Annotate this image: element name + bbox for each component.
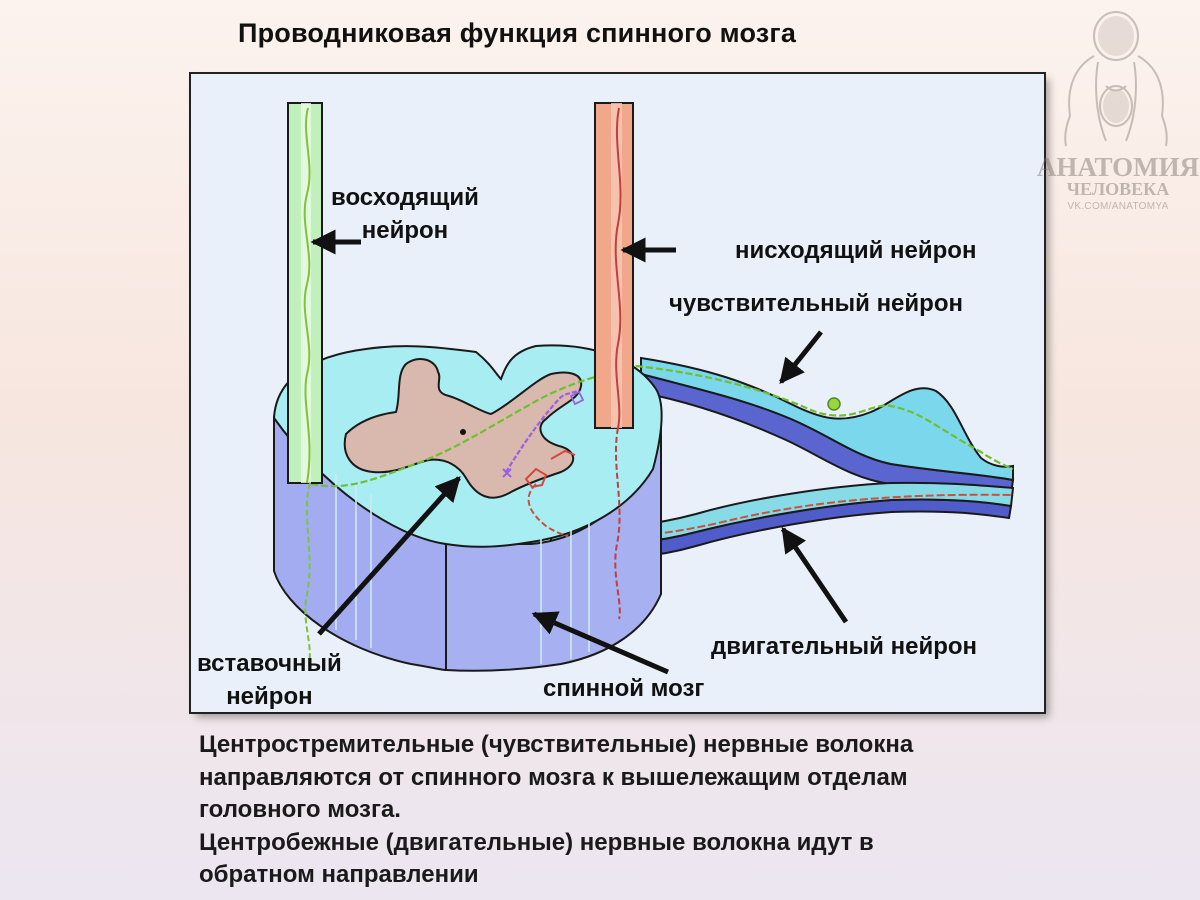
caption-line: Центростремительные (чувствительные) нер… [199,731,914,758]
watermark-line2: ЧЕЛОВЕКА [1066,179,1170,199]
label-ascending-line2: нейрон [361,217,449,244]
label-ascending-line1: восходящий [331,184,479,211]
arrow-interneuron [317,476,461,636]
caption-line: Центробежные (двигательные) нервные воло… [199,828,874,856]
spinal-cord-diagram [272,102,1015,675]
watermark-logo: АНАТОМИЯ ЧЕЛОВЕКА VK.COM/ANATOMYA [1036,6,1200,218]
label-interneuron-line1: вставочный [197,650,342,677]
ascending-tract [287,102,323,665]
caption-line: направляются от спинного мозга к вышележ… [199,763,908,791]
label-spinal-cord: спинной мозг [543,675,705,702]
label-interneuron: вставочный нейрон [197,647,342,713]
arrow-sensory [779,330,823,384]
page-title: Проводниковая функция спинного мозга [238,18,797,48]
descending-tract [594,102,634,620]
label-interneuron-line2: нейрон [226,683,313,710]
arrow-spinal-cord [531,611,669,675]
caption-line: обратном направлении [199,861,479,888]
watermark-line1: АНАТОМИЯ [1036,152,1200,182]
diagram-panel: восходящий нейрон нисходящий нейрон чувс… [191,74,1044,712]
label-motor-neuron: двигательный нейрон [711,633,978,660]
label-ascending-neuron: восходящий нейрон [331,181,479,247]
spinal-nerve [550,356,1015,560]
caption-text: Центростремительные (чувствительные) нер… [199,729,1079,892]
watermark-line3: VK.COM/ANATOMYA [1067,201,1169,212]
ganglion-cell-body [827,397,841,411]
label-arrows [310,229,849,675]
anatomy-figure-icon [1064,11,1168,147]
label-sensory-neuron: чувствительный нейрон [669,290,963,317]
caption-line: головного мозга. [199,796,401,823]
spinal-cord-segment [272,344,663,672]
label-descending-neuron: нисходящий нейрон [735,237,977,264]
arrow-motor [780,526,849,624]
